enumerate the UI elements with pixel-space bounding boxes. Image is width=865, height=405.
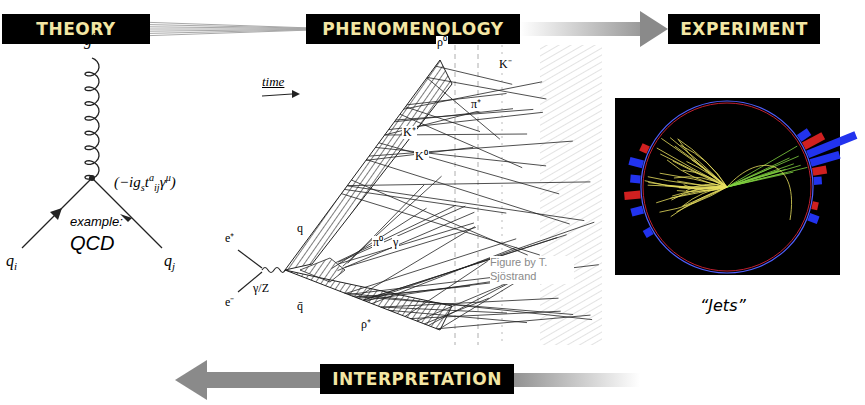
stage-label: THEORY: [36, 19, 115, 39]
stage-label: EXPERIMENT: [680, 19, 808, 39]
particle-label: K⁺: [402, 126, 417, 139]
label-text: j: [172, 260, 175, 272]
particle-label: ρ⁰: [436, 36, 448, 49]
particle-label: K⁻: [498, 58, 513, 71]
label-text: a: [149, 172, 154, 183]
stage-box: PHENOMENOLOGY: [306, 14, 520, 44]
particle-label: time: [262, 74, 284, 90]
particle-label: γ/Z: [252, 282, 270, 295]
event-sketch: [238, 45, 602, 345]
label-text: t: [145, 174, 149, 190]
feynman-vertex: [22, 58, 162, 248]
math-label: qi: [6, 252, 17, 272]
label-text: μ: [166, 172, 171, 183]
particle-label: q̄: [296, 300, 304, 313]
label-text: ): [171, 174, 176, 190]
label-text: (−ig: [114, 174, 141, 190]
flow-arrow: [520, 11, 668, 47]
math-label: (−igstaijγμ): [114, 172, 176, 193]
particle-label: e⁻: [224, 296, 235, 309]
label-text: ij: [154, 182, 160, 193]
label-text: q: [164, 252, 172, 269]
label-text: s: [141, 182, 145, 193]
caption-label: “Jets”: [700, 296, 746, 315]
label-text: i: [14, 260, 17, 272]
stage-box: THEORY: [2, 14, 150, 44]
particle-label: π⁺: [470, 98, 482, 111]
particle-label: e⁺: [224, 232, 235, 245]
particle-label: γ: [392, 236, 399, 249]
interpretation-arrow: [175, 360, 640, 400]
math-label: qj: [164, 252, 175, 272]
stage-label: PHENOMENOLOGY: [322, 19, 503, 39]
label-text: g: [84, 31, 92, 48]
label-text: γ: [160, 174, 166, 190]
label-text: q: [6, 252, 14, 269]
stage-box: INTERPRETATION: [320, 364, 514, 394]
flow-arrow: [150, 22, 306, 35]
particle-label: K⁰: [414, 150, 429, 163]
figure-credit: Figure by T. Sjöstrand: [490, 256, 574, 284]
particle-label: QCD: [70, 232, 114, 255]
particle-label: π⁰: [372, 236, 384, 249]
particle-label: q: [296, 222, 304, 235]
math-label: ga: [84, 28, 97, 49]
stage-box: EXPERIMENT: [668, 14, 820, 44]
particle-label: example:: [70, 214, 123, 229]
label-text: a: [92, 28, 97, 40]
particle-label: ρ⁺: [360, 318, 372, 331]
event-display: [615, 98, 857, 275]
stage-label: INTERPRETATION: [332, 369, 502, 389]
